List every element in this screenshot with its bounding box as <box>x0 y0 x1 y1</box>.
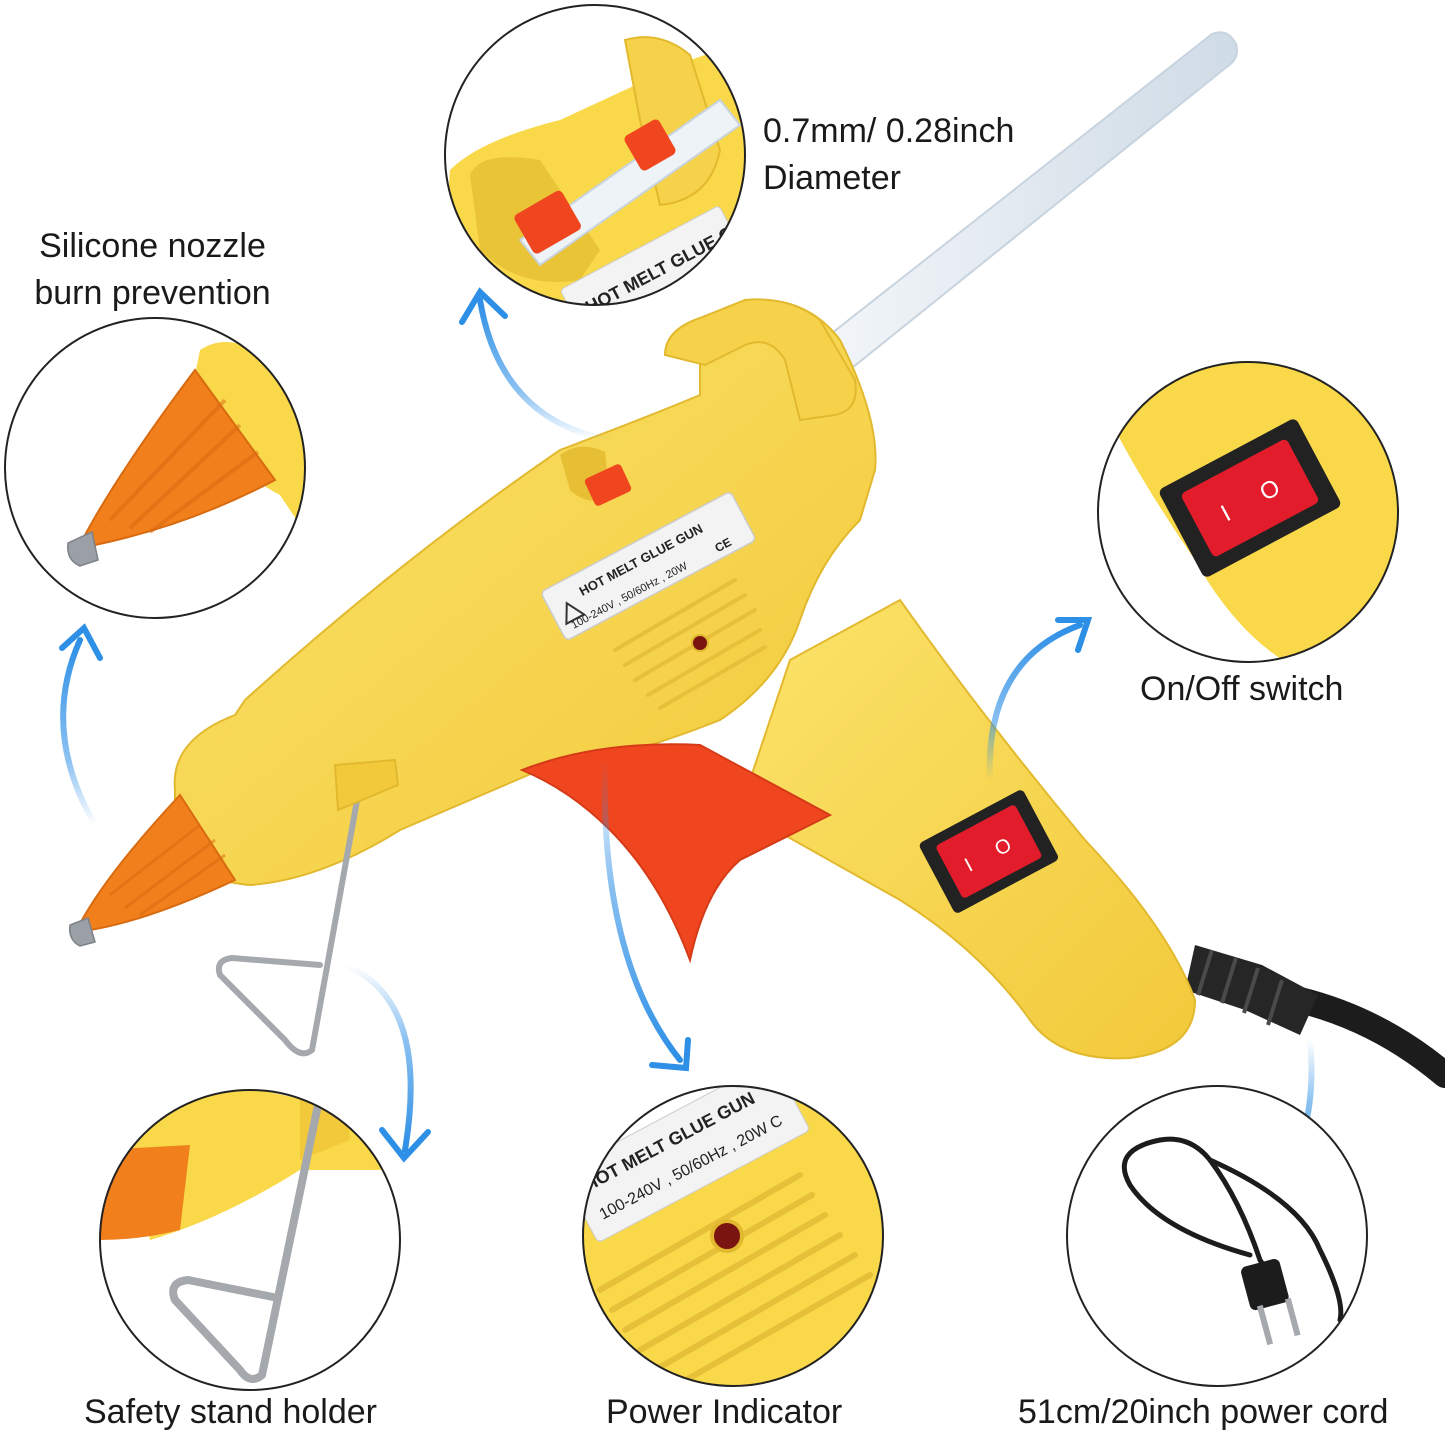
power-plug-icon <box>1241 1258 1301 1346</box>
zoom-circle-switch: I O <box>1097 361 1399 663</box>
zoom-circle-stand <box>99 1089 401 1391</box>
zoom-circle-indicator: HOT MELT GLUE GUN 100-240V , 50/60Hz , 2… <box>582 1085 884 1387</box>
switch-label: On/Off switch <box>1140 670 1344 708</box>
power-switch: I O <box>919 790 1058 913</box>
glue-gun: HOT MELT GLUE GUN 100-240V , 50/60Hz , 2… <box>68 31 1445 1088</box>
nozzle-callout: Silicone nozzle burn prevention <box>20 223 285 317</box>
stand-label: Safety stand holder <box>84 1393 377 1431</box>
curved-arrow-icon <box>60 637 98 828</box>
indicator-label: Power Indicator <box>606 1393 843 1431</box>
nozzle-line2: burn prevention <box>34 274 271 312</box>
zoom-circle-nozzle <box>4 317 306 619</box>
ce-mark-icon: CE <box>712 535 733 555</box>
cord-label: 51cm/20inch power cord <box>1018 1393 1389 1431</box>
diameter-line1: 0.7mm/ 0.28inch <box>763 112 1015 150</box>
warning-triangle-icon <box>565 601 587 626</box>
nozzle-line1: Silicone nozzle <box>39 227 266 265</box>
glue-stick <box>806 31 1238 386</box>
gun-body <box>173 298 877 887</box>
curved-arrow-icon <box>477 297 613 443</box>
zoom-circle-diameter: HOT MELT GLUE GUN <box>444 4 746 306</box>
power-cord <box>1287 987 1445 1088</box>
power-indicator-light <box>691 634 709 652</box>
zoom-circle-cord <box>1066 1085 1368 1387</box>
diameter-callout: 0.7mm/ 0.28inch Diameter <box>763 108 1014 202</box>
curved-arrow-icon <box>601 757 683 1063</box>
curved-arrow-icon <box>342 962 414 1153</box>
curved-arrow-icon <box>986 622 1083 783</box>
diameter-line2: Diameter <box>763 159 901 197</box>
